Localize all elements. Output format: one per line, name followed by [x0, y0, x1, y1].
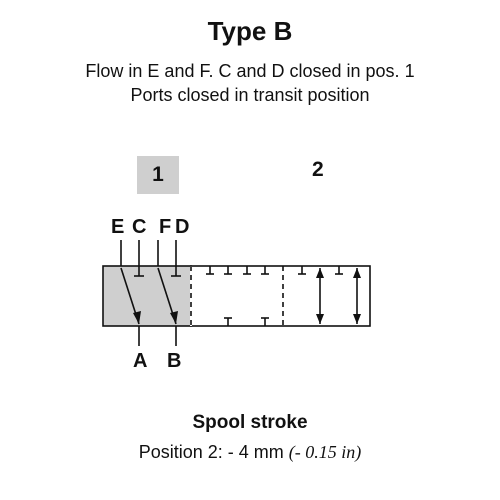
flow-arrow-e-a [133, 311, 141, 324]
spool-stroke-value: Position 2: - 4 mm (- 0.15 in) [0, 442, 500, 463]
flow-arrow-c-a-up [316, 268, 324, 278]
flow-arrow-c-a-down [316, 314, 324, 324]
position-2-closed-ports [298, 266, 343, 275]
position-1-label: 1 [137, 156, 179, 194]
port-e-label: E [111, 216, 125, 238]
spool-stroke-title: Spool stroke [192, 412, 308, 433]
port-a-label: A [133, 350, 148, 372]
diagram-title: Type B [207, 16, 293, 46]
description-line-1: Flow in E and F. C and D closed in pos. … [85, 61, 415, 81]
port-d-label: D [175, 216, 190, 238]
spool-stroke-inch: (- 0.15 in) [288, 442, 362, 462]
flow-arrow-d-b-up [353, 268, 361, 278]
spool-stroke-mm: Position 2: - 4 mm [138, 442, 284, 462]
port-f-label: F [159, 216, 172, 238]
position-2-label: 2 [312, 158, 324, 181]
description-line-2: Ports closed in transit position [130, 85, 370, 105]
flow-arrow-f-b [170, 311, 178, 324]
position-1-box [102, 265, 192, 327]
port-b-label: B [167, 350, 182, 372]
position-2-box [190, 265, 371, 327]
transit-closed-ports [206, 266, 269, 326]
port-c-label: C [132, 216, 147, 238]
flow-arrow-d-b-down [353, 314, 361, 324]
